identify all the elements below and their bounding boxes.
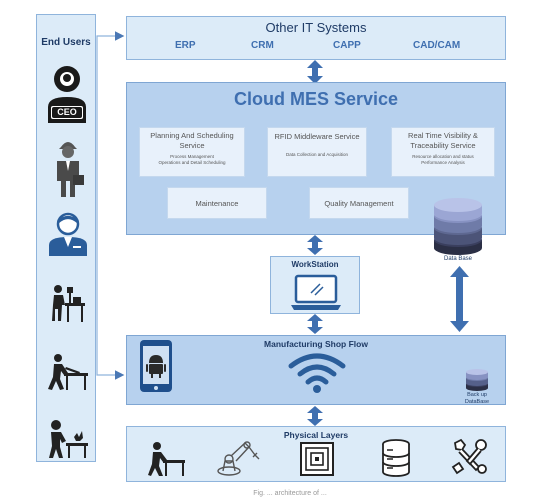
double-arrow-mes-workstation [307,235,323,255]
shop-flow-panel: Manufacturing Shop Flow Back up [126,335,506,405]
cloud-mes-panel: Cloud MES Service Planning And Schedulin… [126,82,506,235]
double-arrow-database-shop [450,266,469,332]
backup-database-label: Back up DataBase [464,392,490,405]
visibility-service-desc: Resource allocation and status Performan… [412,154,474,165]
rfid-service-desc: Data Collection and Acquisition [285,152,349,157]
welder-user-icon [46,419,90,459]
other-it-cadcam: CAD/CAM [413,40,461,51]
ceo-user-icon: CEO [45,63,89,127]
figure-caption: Fig. ... architecture of ... [253,490,327,497]
rfid-service-title: RFID Middleware Service [274,132,360,141]
end-users-title: End Users [41,37,91,48]
other-it-crm: CRM [251,40,274,51]
other-it-systems-panel: Other IT Systems ERP CRM CAPP CAD/CAM [126,16,506,60]
wifi-icon [287,350,347,394]
other-it-title: Other IT Systems [265,20,367,35]
quality-card: Quality Management [309,187,409,219]
planning-service-card: Planning And Scheduling Service Process … [139,127,245,177]
worker-sawing-icon [147,441,187,477]
rfid-service-card: RFID Middleware Service Data Collection … [267,127,367,177]
carpenter-user-icon [46,353,90,391]
end-users-to-shop-connector [96,50,125,380]
double-arrow-shop-physical [307,406,323,426]
workstation-panel: WorkStation [270,256,360,314]
quality-label: Quality Management [324,199,394,208]
visibility-service-card: Real Time Visibility & Traceability Serv… [391,127,495,177]
machinist-user-icon [49,283,87,323]
database-label: Data Base [443,256,473,262]
visibility-service-title: Real Time Visibility & Traceability Serv… [408,131,478,150]
ceo-label: CEO [57,107,77,117]
mobile-device-icon [139,339,173,393]
other-it-capp: CAPP [333,40,361,51]
bolts-tools-icon [449,437,489,477]
planning-service-desc: Process Management Operations and Detail… [158,154,226,165]
physical-layers-panel: Physical Layers [126,426,506,482]
laptop-icon [289,274,343,311]
maintenance-label: Maintenance [195,199,239,208]
server-storage-icon [381,439,411,477]
maintenance-card: Maintenance [167,187,267,219]
end-users-panel: End Users CEO [36,14,96,462]
physical-layers-title: Physical Layers [283,430,349,440]
double-arrow-workstation-shop [307,314,323,334]
shop-flow-title: Manufacturing Shop Flow [264,339,368,349]
workstation-title: WorkStation [291,260,339,269]
engineer-user-icon [51,137,85,199]
backup-database-icon [465,368,489,392]
robot-arm-icon [215,437,261,477]
planning-service-title: Planning And Scheduling Service [150,131,234,150]
cloud-mes-title: Cloud MES Service [233,89,399,109]
office-user-icon [47,211,89,257]
double-arrow-it-mes [307,60,323,84]
chip-icon [299,441,335,477]
database-icon [432,198,484,256]
other-it-erp: ERP [175,40,196,51]
end-users-to-other-it-connector [96,31,125,50]
